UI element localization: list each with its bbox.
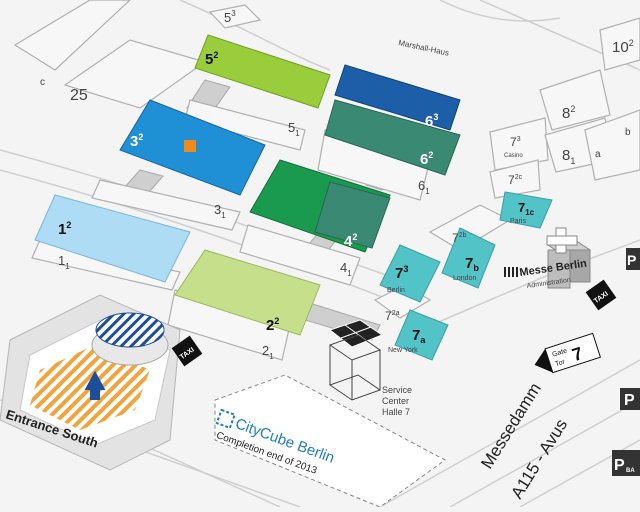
hall-102-label: 102 [612, 38, 634, 56]
area-a-label: a [595, 149, 601, 160]
hall-22 [174, 249, 321, 336]
hall-b-outline [584, 109, 640, 181]
parking-sign-2: P BA [612, 450, 640, 476]
hall-82-outline [539, 69, 611, 131]
svg-text:P: P [614, 457, 625, 474]
svg-text:P: P [624, 392, 635, 409]
hall-11-label: 11 [58, 253, 70, 271]
hall-12-label: 12 [58, 220, 71, 238]
marshall-haus-label: Marshall-Haus [398, 38, 450, 58]
hall-31-label: 31 [214, 202, 226, 220]
hall-labels: 53 52 51 32 31 12 11 63 62 61 42 41 22 2… [40, 9, 634, 361]
service-center-label-2: Center [382, 396, 409, 406]
hall-7b-sublabel: London [453, 275, 476, 282]
hall-61-label: 61 [418, 178, 430, 196]
hall-62 [324, 99, 461, 176]
citycube-logo-icon [215, 408, 236, 430]
hall-63 [334, 64, 461, 131]
colored-halls [34, 34, 553, 361]
hall-73-label: 73 [395, 264, 408, 282]
hall-52 [194, 34, 331, 109]
hall-32-marker [184, 140, 196, 152]
parking-sign-top: P [626, 248, 640, 270]
hall-51-label: 51 [288, 120, 300, 138]
hall-72c-outline [489, 159, 541, 199]
hall-53-outline [208, 4, 262, 29]
svg-text:P: P [627, 252, 636, 268]
taxi-sign-right: TAXI [585, 279, 617, 311]
area-c-label: c [40, 77, 45, 88]
hall-42-label: 42 [344, 232, 357, 250]
entrance-south: Entrance South [0, 294, 181, 471]
entrance-arrow-icon [84, 370, 106, 400]
hall-c-outline [13, 0, 131, 71]
hall-73casino-outline [489, 117, 549, 171]
area-b-label: b [625, 127, 631, 138]
hall-51-outline [184, 99, 306, 151]
svg-text:Gate: Gate [551, 347, 568, 358]
hall-7a [394, 309, 449, 361]
messe-berlin-admin: Messe Berlin Administration [504, 227, 592, 290]
outline-halls [13, 0, 640, 361]
taxi-sign-left: TAXI [171, 335, 203, 367]
citycube-berlin: CityCube Berlin Completion end of 2013 [214, 374, 446, 508]
hall-41-label: 41 [340, 260, 352, 278]
hall-32-label: 32 [130, 132, 143, 150]
hall-73-sublabel: Berlin [387, 287, 405, 294]
hall-7a-label: 7a [412, 327, 426, 345]
hall-72b-label: 72b [452, 231, 467, 245]
hall-102-outline [599, 17, 640, 71]
hall-7a-sublabel: New York [388, 347, 418, 354]
hall-73 [379, 244, 441, 303]
svg-text:BA: BA [626, 468, 635, 474]
hall-21-label: 21 [262, 343, 274, 361]
parking-sign-1: P [620, 388, 640, 410]
hall-25-label: 25 [70, 87, 88, 104]
hall-71c [499, 191, 553, 229]
hall-52-label: 52 [205, 50, 218, 68]
hall-72c-label: 72c [508, 173, 523, 187]
messe-berlin-logo-icon [504, 267, 518, 277]
hall-7b-label: 7b [465, 255, 479, 273]
service-center-label-1: Service [382, 385, 412, 395]
hall-42-teal [314, 181, 391, 249]
hall-73casino-sublabel: Casino [504, 153, 523, 159]
hall-53-label: 53 [224, 9, 236, 25]
hall-71c-label: 71c [518, 200, 535, 217]
svg-text:Tor: Tor [555, 358, 567, 368]
hall-7b [441, 227, 496, 289]
hall-81-label: 81 [562, 147, 575, 166]
service-center-label-3: Halle 7 [382, 407, 410, 417]
hall-41-outline [239, 224, 361, 286]
hall-71c-sublabel: Paris [510, 218, 526, 225]
hall-82-label: 82 [562, 104, 575, 122]
hall-63-label: 63 [425, 112, 438, 130]
hall-22-label: 22 [266, 316, 279, 334]
hall-72a-label: 72a [385, 309, 400, 323]
hall-62-label: 62 [420, 150, 433, 168]
service-center: Service Center Halle 7 [328, 319, 412, 417]
hall-73casino-label: 73 [510, 135, 521, 149]
entrance-drum-top [95, 312, 165, 348]
hall-12 [34, 194, 191, 283]
hall-31-outline [91, 179, 241, 231]
gate-7-sign: Gate Tor 7 [534, 332, 602, 374]
